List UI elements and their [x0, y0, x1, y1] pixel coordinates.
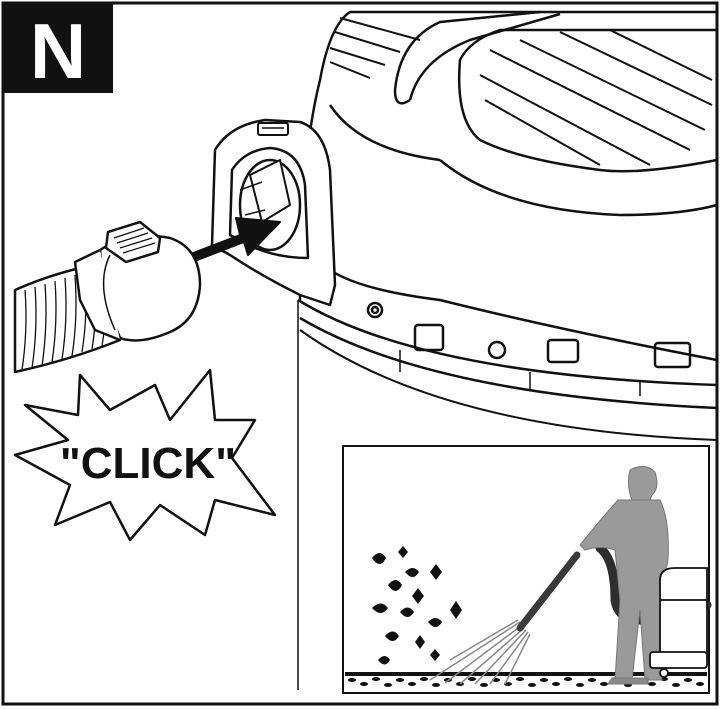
click-label: "CLICK"	[60, 439, 236, 488]
inset-panel	[342, 445, 712, 694]
person-figure	[579, 466, 669, 685]
vacuum-head	[297, 10, 719, 690]
click-callout: "CLICK"	[13, 368, 277, 542]
insert-direction-arrow	[187, 217, 281, 263]
step-badge: N	[3, 3, 113, 95]
hose-connector	[13, 220, 202, 374]
step-label: N	[30, 7, 86, 95]
click-burst-shape	[13, 368, 277, 542]
leaves	[372, 546, 462, 665]
vacuum-unit	[649, 567, 708, 678]
air-jets	[429, 619, 531, 685]
